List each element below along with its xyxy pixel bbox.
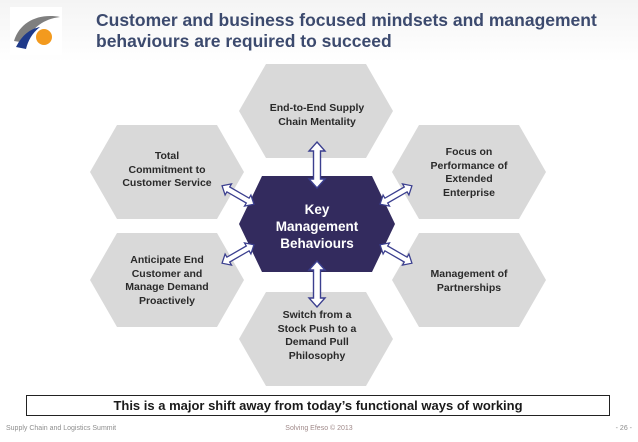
company-logo — [10, 7, 62, 55]
hexagon-upper-right — [392, 125, 546, 219]
header-band — [0, 0, 638, 62]
node-customer-service: Total Commitment to Customer Service — [122, 150, 212, 189]
hexagon-bottom — [239, 292, 393, 386]
arrow-top — [308, 141, 326, 189]
footer-copyright: Solving Efeso © 2013 — [285, 425, 353, 432]
hexagon-upper-left — [90, 125, 244, 219]
footer-page-number: - 26 - — [615, 425, 632, 432]
arrow-bottom — [308, 260, 326, 308]
footer-event: Supply Chain and Logistics Summit — [6, 425, 117, 432]
arrow-lower-right — [376, 238, 416, 270]
node-partnerships: Management of Partnerships — [430, 268, 508, 294]
center-label: Key Management Behaviours — [275, 202, 359, 251]
node-end-to-end-supply-chain: End-to-End Supply Chain Mentality — [269, 102, 365, 128]
hexagon-center — [239, 176, 395, 272]
summary-banner: This is a major shift away from today’s … — [26, 395, 610, 416]
hexagon-top — [239, 64, 393, 158]
hexagon-lower-left — [90, 233, 244, 327]
node-demand-pull: Switch from a Stock Push to a Demand Pul… — [277, 309, 357, 362]
node-extended-enterprise: Focus on Performance of Extended Enterpr… — [430, 146, 508, 199]
page-title: Customer and business focused mindsets a… — [96, 10, 597, 51]
hexagon-lower-right — [392, 233, 546, 327]
node-manage-demand: Anticipate End Customer and Manage Deman… — [125, 254, 209, 307]
